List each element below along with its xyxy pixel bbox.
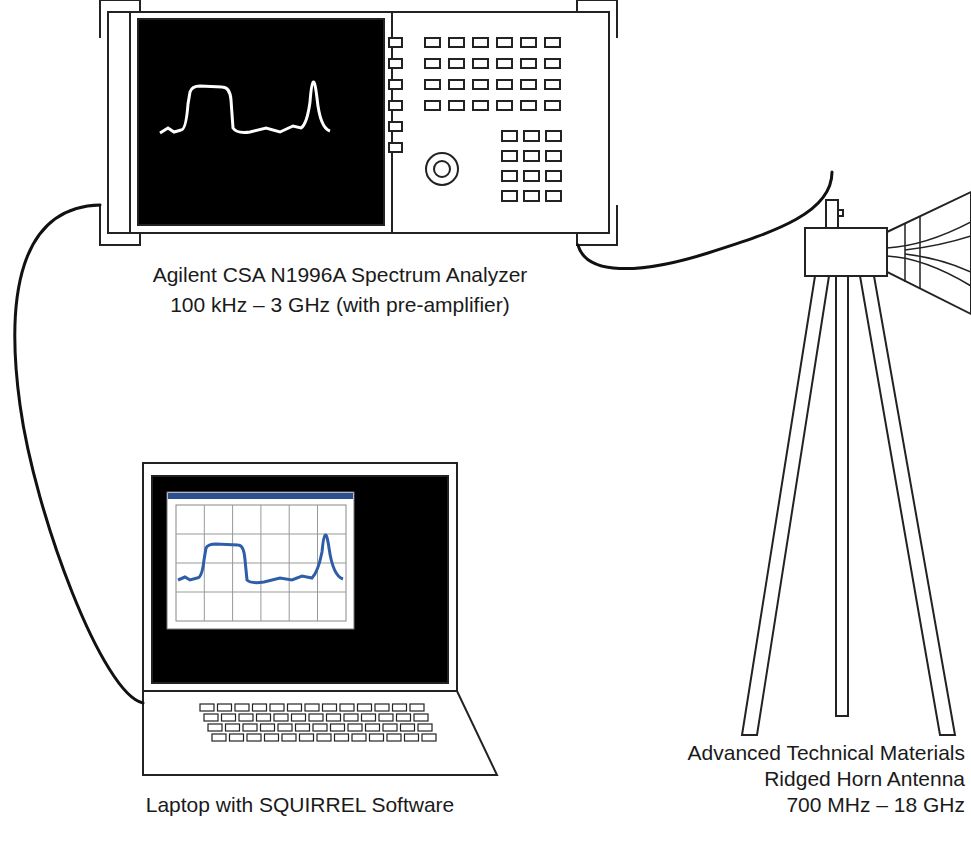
device-caption: Laptop with SQUIRREL Software [146, 792, 455, 818]
laptop [143, 463, 497, 775]
device-spec: 700 MHz – 18 GHz [786, 792, 965, 818]
cable [578, 172, 832, 269]
device-spec: Ridged Horn Antenna [764, 766, 965, 792]
spectrum-analyzer-node: Agilent CSA N1996A Spectrum Analyzer100 … [100, 0, 617, 245]
spectrum-analyzer [100, 0, 617, 245]
device-caption: Advanced Technical Materials [688, 740, 965, 766]
device-caption: Agilent CSA N1996A Spectrum Analyzer [153, 262, 528, 288]
horn-antenna [742, 192, 971, 735]
cable [15, 205, 143, 703]
laptop-node: Laptop with SQUIRREL Software [143, 463, 497, 775]
antenna-node: Advanced Technical MaterialsRidged Horn … [740, 172, 971, 737]
device-spec: 100 kHz – 3 GHz (with pre-amplifier) [170, 292, 510, 318]
